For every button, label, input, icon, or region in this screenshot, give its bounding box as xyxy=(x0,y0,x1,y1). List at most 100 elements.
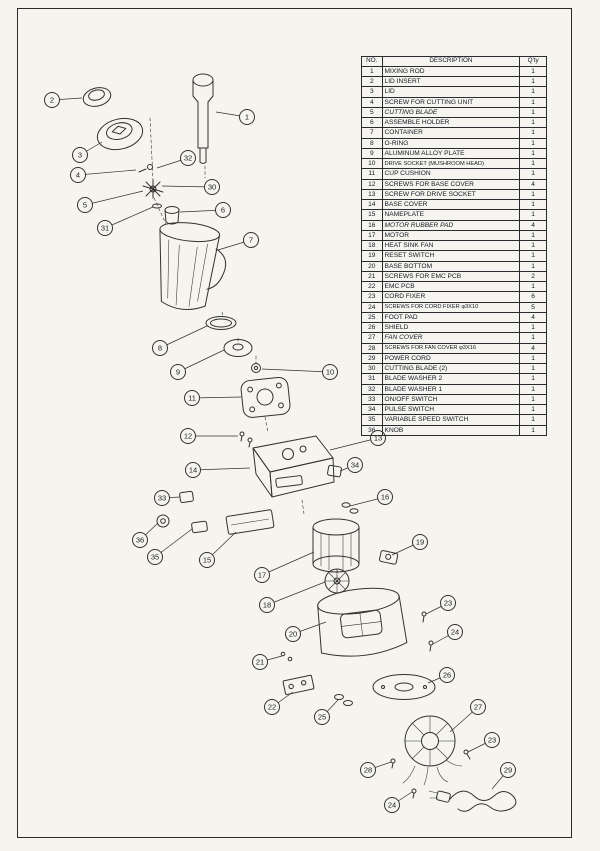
callout-circle xyxy=(252,654,268,670)
callout-balloon: 16 xyxy=(349,489,393,507)
part-motor-rubber-pads xyxy=(341,502,359,514)
part-description-cell: SCREW FOR CUTTING UNIT xyxy=(381,96,521,108)
callout-circle xyxy=(215,202,231,218)
table-header-row: NO. DESCRIPTION Q'ty xyxy=(361,56,547,67)
callout-balloon: 8 xyxy=(152,325,208,356)
callout-circle xyxy=(360,762,376,778)
part-description-cell: POWER CORD xyxy=(381,352,521,365)
part-description-cell: BASE BOTTOM xyxy=(381,260,521,272)
part-number-cell: 27 xyxy=(361,332,383,344)
callout-balloon: 33 xyxy=(154,490,181,506)
part-description-cell: VARIABLE SPEED SWITCH xyxy=(381,414,521,426)
part-qty-cell: 1 xyxy=(519,250,547,262)
callout-number: 4 xyxy=(76,171,80,180)
callout-number: 13 xyxy=(374,434,382,443)
part-number-cell: 8 xyxy=(361,137,383,149)
callout-balloon: 20 xyxy=(285,621,327,642)
callout-number: 16 xyxy=(381,493,389,502)
callout-circle xyxy=(180,150,196,166)
part-blade-washer xyxy=(152,203,162,209)
part-qty-cell: 1 xyxy=(519,127,547,139)
part-description-cell: FAN COVER xyxy=(381,332,521,344)
callout-number: 6 xyxy=(221,206,225,215)
part-description-cell: O-RING xyxy=(381,137,521,149)
callout-circle xyxy=(185,462,201,478)
col-header-qty: Q'ty xyxy=(519,56,547,67)
callout-balloon: 24 xyxy=(432,624,463,645)
callout-balloon: 26 xyxy=(427,667,455,684)
callout-balloon: 25 xyxy=(314,699,339,725)
callout-balloon: 15 xyxy=(199,531,237,568)
callout-number: 12 xyxy=(184,432,192,441)
part-number-cell: 1 xyxy=(361,65,383,78)
callout-number: 30 xyxy=(208,183,216,192)
callout-balloon: 31 xyxy=(97,206,154,236)
callout-number: 29 xyxy=(504,766,512,775)
callout-number: 24 xyxy=(388,801,396,810)
col-header-no: NO. xyxy=(361,56,383,67)
part-description-cell: SCREWS FOR FAN COVER φ3X16 xyxy=(381,342,521,354)
part-qty-cell: 1 xyxy=(519,281,547,293)
callout-circle xyxy=(264,699,280,715)
part-description-cell: MOTOR RUBBER PAD xyxy=(381,219,521,231)
callout-balloon: 34 xyxy=(339,457,363,473)
callout-balloon: 3 xyxy=(72,141,103,163)
part-qty-cell: 1 xyxy=(519,363,547,375)
callout-number: 19 xyxy=(416,538,424,547)
callout-number: 22 xyxy=(268,703,276,712)
part-number-cell: 20 xyxy=(361,260,383,272)
callout-balloon: 21 xyxy=(252,654,283,670)
callout-circle xyxy=(322,364,338,380)
callout-circle xyxy=(170,364,186,380)
part-description-cell: ON/OFF SWITCH xyxy=(381,393,521,406)
part-number-cell: 7 xyxy=(361,127,383,139)
callout-balloon: 10 xyxy=(261,364,338,380)
part-number-cell: 29 xyxy=(361,352,383,365)
part-lid-insert xyxy=(82,87,112,107)
part-qty-cell: 1 xyxy=(519,199,547,211)
col-header-description: DESCRIPTION xyxy=(381,56,521,67)
part-description-cell: ASSEMBLE HOLDER xyxy=(381,117,521,129)
callout-number: 21 xyxy=(256,658,264,667)
part-qty-cell: 1 xyxy=(519,260,547,272)
callout-balloon: 29 xyxy=(491,762,516,790)
part-number-cell: 35 xyxy=(361,414,383,426)
callout-number: 17 xyxy=(258,571,266,580)
part-number-cell: 16 xyxy=(361,219,383,231)
part-qty-cell: 5 xyxy=(519,301,547,313)
part-description-cell: HEAT SINK FAN xyxy=(381,240,521,252)
callout-circle xyxy=(484,732,500,748)
callout-number: 14 xyxy=(189,466,197,475)
part-heat-sink-fan xyxy=(324,568,350,594)
callout-leader-line xyxy=(261,551,315,576)
callout-leader-line xyxy=(192,467,251,471)
callout-number: 1 xyxy=(245,113,249,122)
callout-number: 2 xyxy=(50,96,54,105)
callout-leader-line xyxy=(161,185,213,188)
part-base-cover-screws xyxy=(239,431,253,448)
part-fan-cover-screws xyxy=(390,749,471,799)
part-qty-cell: 6 xyxy=(519,291,547,303)
part-base-bottom xyxy=(317,587,408,657)
callout-balloon: 24 xyxy=(384,791,413,813)
part-qty-cell: 1 xyxy=(519,240,547,252)
callout-circle xyxy=(285,626,301,642)
callout-balloon: 5 xyxy=(77,190,144,213)
part-qty-cell: 1 xyxy=(519,332,547,344)
part-description-cell: ALUMINUM ALLOY PLATE xyxy=(381,147,521,160)
callout-leader-line xyxy=(261,368,331,373)
part-description-cell: CONTAINER xyxy=(381,127,521,139)
callout-balloon: 36 xyxy=(132,522,159,548)
